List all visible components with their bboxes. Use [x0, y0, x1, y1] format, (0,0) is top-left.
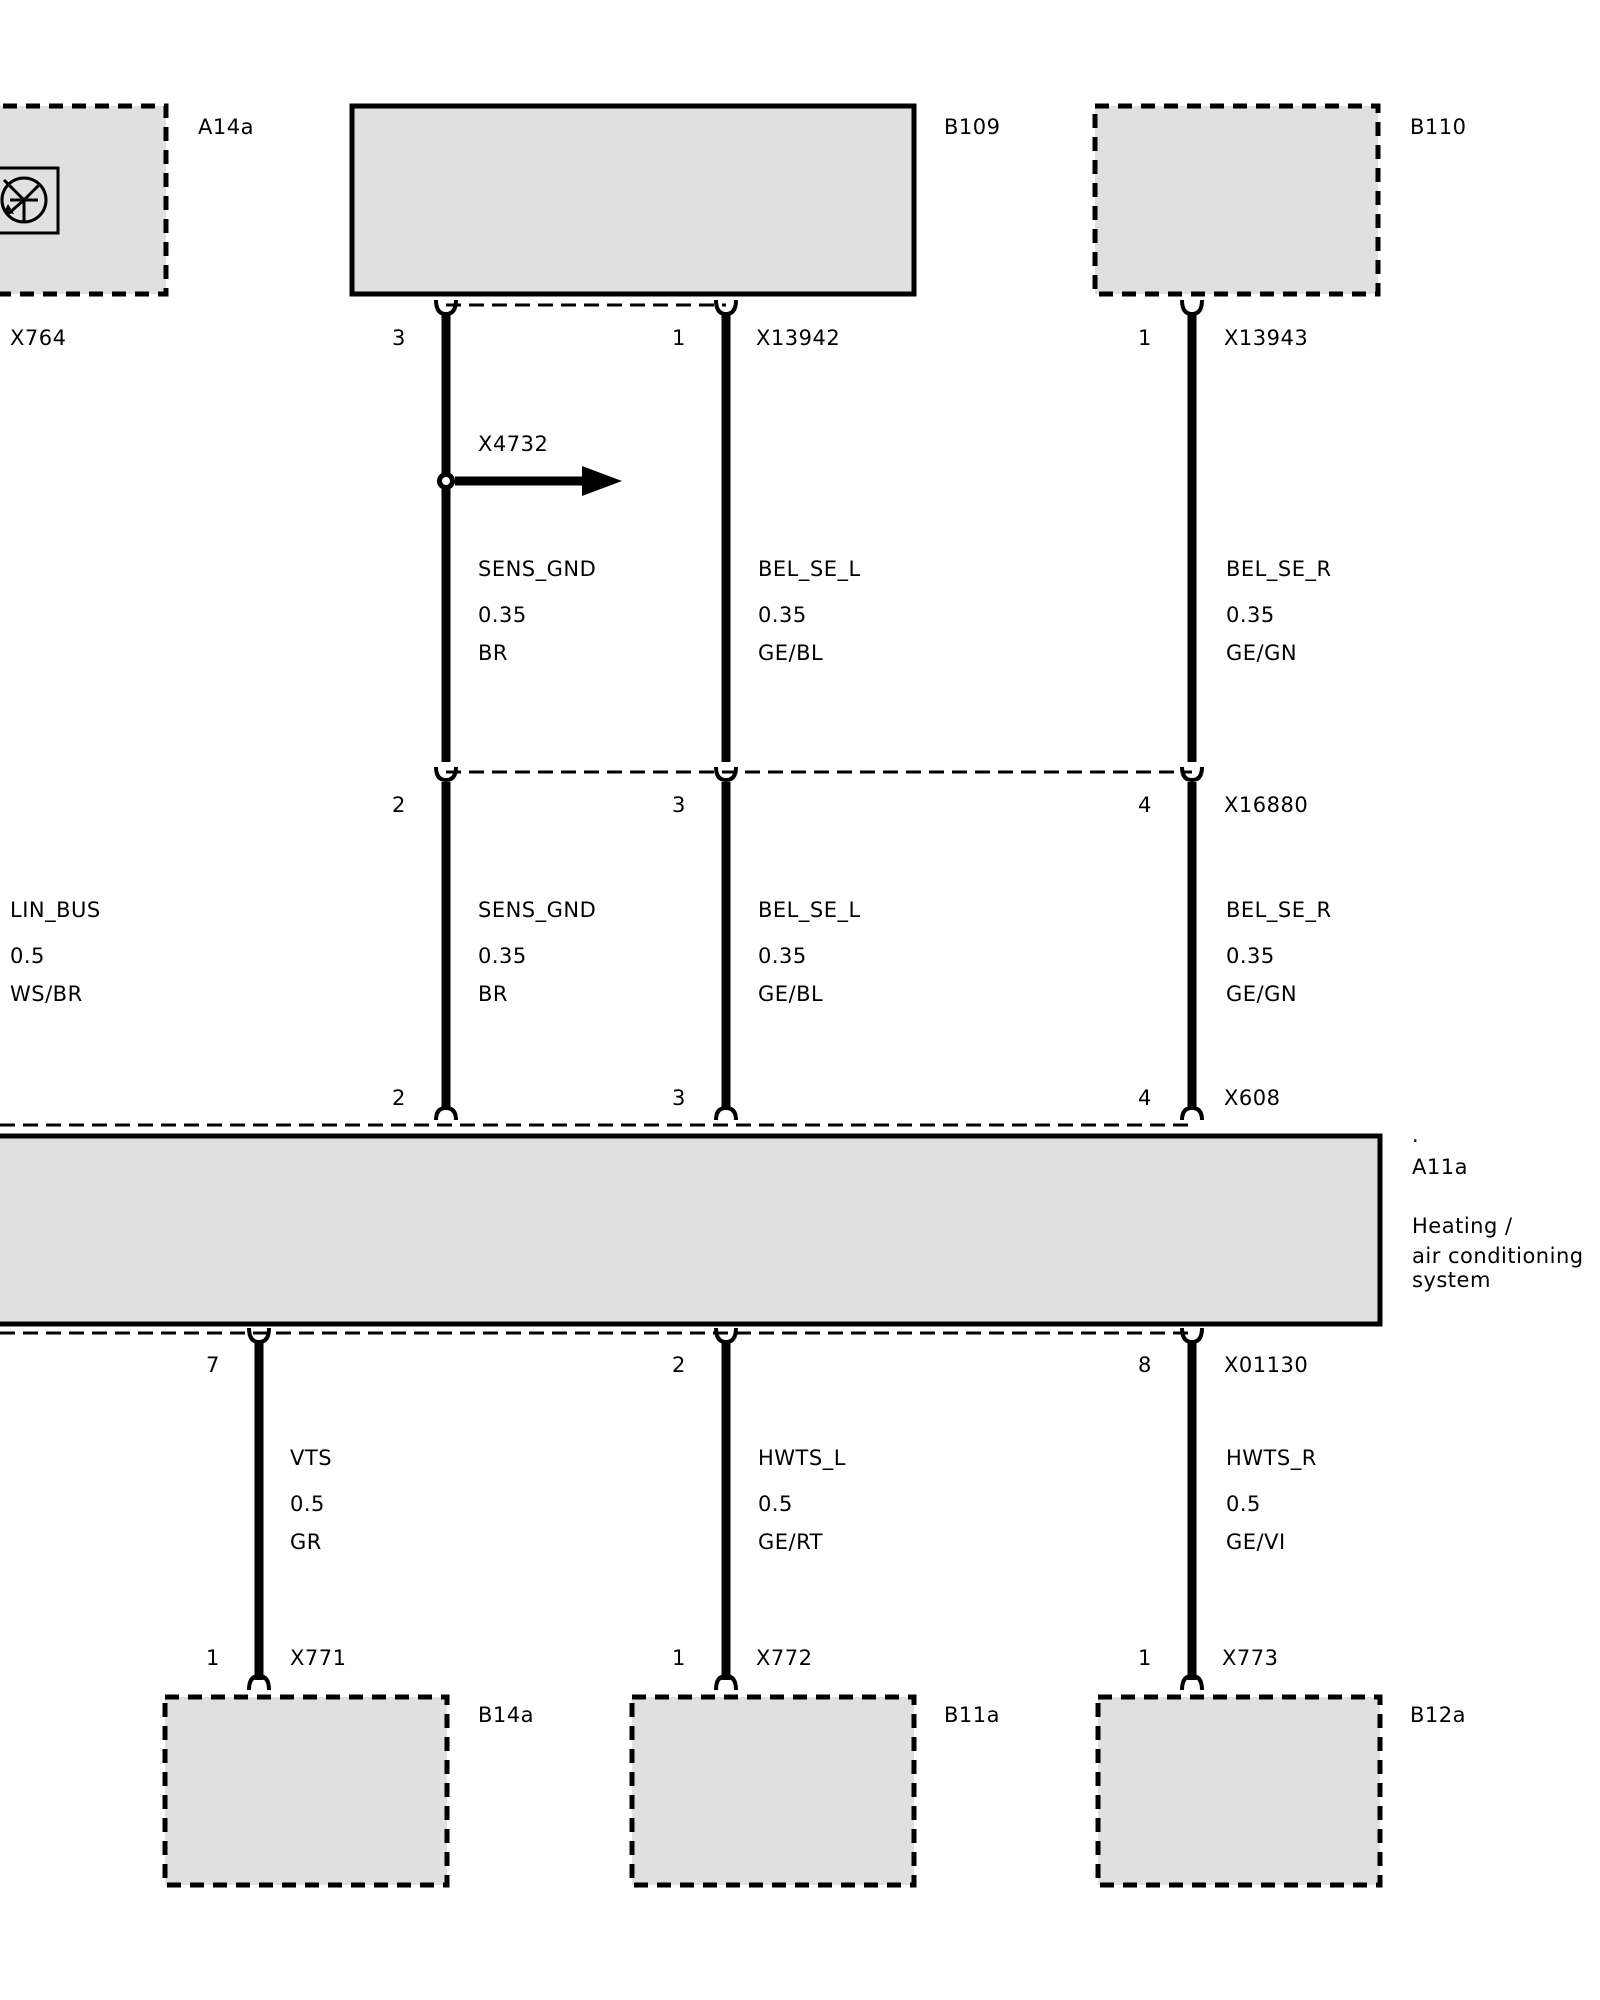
lower-hwts-r-size: 0.5 [1226, 1492, 1261, 1516]
hook-x16880-3 [714, 766, 738, 783]
hook-b109-1 [714, 299, 738, 317]
label-x4732: X4732 [478, 432, 548, 456]
middle-bel-l-size: 0.35 [758, 944, 807, 968]
lower-hwts-l-color: GE/RT [758, 1530, 823, 1554]
hook-x772-1 [714, 1673, 738, 1691]
component-b12a[interactable] [1095, 1694, 1383, 1888]
upper-bel-r-size: 0.35 [1226, 603, 1275, 627]
lower-vts-color: GR [290, 1530, 322, 1554]
component-b11a[interactable] [629, 1694, 917, 1888]
pin-x16880-2: 2 [392, 793, 406, 817]
label-x773: X773 [1222, 1646, 1278, 1670]
hook-x773-1 [1180, 1673, 1204, 1691]
pin-b109-3: 3 [392, 326, 406, 350]
middle-sens-color: BR [478, 982, 508, 1006]
middle-bel-r-color: GE/GN [1226, 982, 1297, 1006]
a11a-desc-line1: Heating / [1412, 1214, 1513, 1238]
hook-x16880-4 [1180, 766, 1204, 783]
splice-x4732[interactable] [437, 466, 622, 496]
hook-x608-4 [1180, 1105, 1204, 1121]
middle-bel-r-size: 0.35 [1226, 944, 1275, 968]
upper-sens-color: BR [478, 641, 508, 665]
pin-b109-1: 1 [672, 326, 686, 350]
upper-sens-signal: SENS_GND [478, 557, 596, 582]
middle-lin-size: 0.5 [10, 944, 45, 968]
pin-x773-1: 1 [1138, 1646, 1152, 1670]
middle-sens-signal: SENS_GND [478, 898, 596, 923]
lower-hwts-r-signal: HWTS_R [1226, 1446, 1317, 1471]
pin-x16880-4: 4 [1138, 793, 1152, 817]
pin-x01130-2: 2 [672, 1353, 686, 1377]
label-x13942: X13942 [756, 326, 840, 350]
label-a11a: A11a [1412, 1155, 1468, 1179]
pin-x01130-7: 7 [206, 1353, 220, 1377]
pin-x01130-8: 8 [1138, 1353, 1152, 1377]
upper-bel-l-signal: BEL_SE_L [758, 557, 861, 582]
pin-x608-3: 3 [672, 1086, 686, 1110]
hook-x608-3 [714, 1105, 738, 1121]
hook-x01130-7 [247, 1327, 271, 1345]
middle-bel-l-color: GE/BL [758, 982, 823, 1006]
middle-bel-l-signal: BEL_SE_L [758, 898, 861, 923]
label-b11a: B11a [944, 1703, 1000, 1727]
label-b14a: B14a [478, 1703, 534, 1727]
lower-vts-size: 0.5 [290, 1492, 325, 1516]
pin-x16880-3: 3 [672, 793, 686, 817]
label-b12a: B12a [1410, 1703, 1466, 1727]
component-a11a[interactable] [0, 1133, 1383, 1327]
lower-hwts-l-signal: HWTS_L [758, 1446, 846, 1471]
a11a-desc-line3: system [1412, 1268, 1491, 1292]
upper-sens-size: 0.35 [478, 603, 527, 627]
middle-lin-signal: LIN_BUS [10, 898, 101, 923]
hook-b109-3 [434, 299, 458, 317]
middle-sens-size: 0.35 [478, 944, 527, 968]
component-b110[interactable] [1092, 103, 1381, 297]
label-x764: X764 [10, 326, 66, 350]
upper-bel-l-color: GE/BL [758, 641, 823, 665]
hook-x771-1 [247, 1673, 271, 1691]
label-b109: B109 [944, 115, 1001, 139]
label-b110: B110 [1410, 115, 1467, 139]
pin-x608-2: 2 [392, 1086, 406, 1110]
middle-bel-r-signal: BEL_SE_R [1226, 898, 1332, 923]
label-x608: X608 [1224, 1086, 1280, 1110]
pin-b110-1: 1 [1138, 326, 1152, 350]
hook-x608-2 [434, 1105, 458, 1121]
lower-vts-signal: VTS [290, 1446, 332, 1470]
component-a14a[interactable] [0, 103, 169, 297]
label-x16880: X16880 [1224, 793, 1308, 817]
label-x01130: X01130 [1224, 1353, 1308, 1377]
label-x13943: X13943 [1224, 326, 1308, 350]
upper-bel-l-size: 0.35 [758, 603, 807, 627]
transistor-icon [0, 166, 60, 235]
upper-bel-r-signal: BEL_SE_R [1226, 557, 1332, 582]
middle-lin-color: WS/BR [10, 982, 83, 1006]
upper-bel-r-color: GE/GN [1226, 641, 1297, 665]
hook-b110-1 [1180, 299, 1204, 317]
a11a-desc-line2: air conditioning [1412, 1244, 1584, 1268]
label-x771: X771 [290, 1646, 346, 1670]
hook-x16880-2 [434, 766, 458, 783]
lower-hwts-l-size: 0.5 [758, 1492, 793, 1516]
component-b14a[interactable] [162, 1694, 450, 1888]
pin-x608-4: 4 [1138, 1086, 1152, 1110]
hook-x01130-8 [1180, 1327, 1204, 1345]
lower-hwts-r-color: GE/VI [1226, 1530, 1286, 1554]
arrow-right-icon [582, 466, 622, 496]
label-x772: X772 [756, 1646, 812, 1670]
component-b109[interactable] [349, 103, 917, 297]
a11a-dot: . [1412, 1123, 1419, 1147]
pin-x771-1: 1 [206, 1646, 220, 1670]
hook-x01130-2 [714, 1327, 738, 1345]
pin-x772-1: 1 [672, 1646, 686, 1670]
label-a14a: A14a [198, 115, 254, 139]
